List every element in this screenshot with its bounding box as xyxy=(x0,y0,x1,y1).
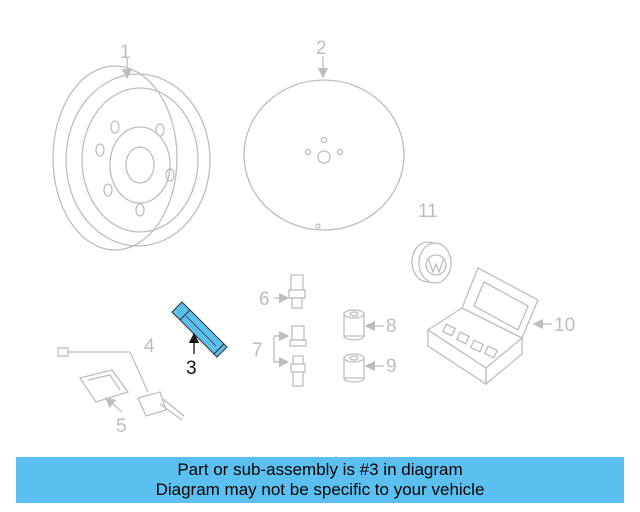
banner-line-1: Part or sub-assembly is #3 in diagram xyxy=(177,460,463,479)
info-banner: Part or sub-assembly is #3 in diagram Di… xyxy=(16,457,624,503)
callout-2: 2 xyxy=(316,38,327,59)
callout-9: 9 xyxy=(386,356,397,377)
wheel-bolt xyxy=(288,274,306,309)
callout-10: 10 xyxy=(554,315,575,336)
tire-pressure-sensor xyxy=(57,347,185,421)
callout-1: 1 xyxy=(120,42,131,63)
callout-3: 3 xyxy=(186,358,197,379)
callout-6: 6 xyxy=(259,289,270,310)
callout-8: 8 xyxy=(386,316,397,337)
tool-case xyxy=(426,267,539,386)
lug-nut-8 xyxy=(343,309,365,341)
tpms-valve-highlighted xyxy=(171,301,228,358)
callout-4: 4 xyxy=(144,336,155,357)
steel-wheel xyxy=(52,65,211,251)
lug-nut-9 xyxy=(343,353,365,383)
callout-7: 7 xyxy=(252,340,263,361)
hub-cap xyxy=(411,241,452,284)
wheel-bolts xyxy=(289,325,307,387)
callout-5: 5 xyxy=(116,416,127,437)
callout-11: 11 xyxy=(418,201,438,222)
banner-line-2: Diagram may not be specific to your vehi… xyxy=(155,480,485,499)
wheel-disc xyxy=(243,79,405,231)
